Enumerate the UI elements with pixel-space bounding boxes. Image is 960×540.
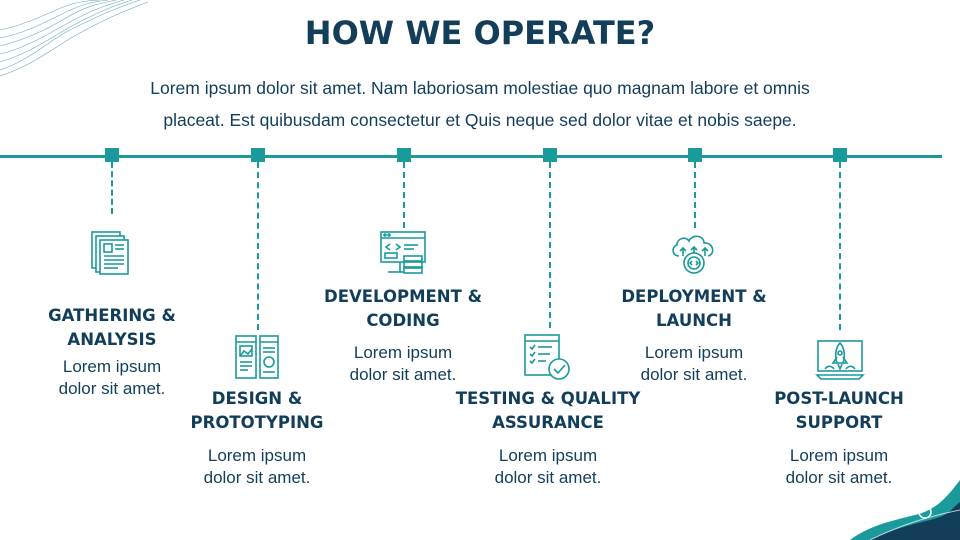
step-desc-post-launch: Lorem ipsum dolor sit amet. — [785, 446, 893, 487]
step-title-development: DEVELOPMENT & CODING — [324, 287, 482, 330]
subtitle-line-1: Lorem ipsum dolor sit amet. Nam laborios… — [150, 78, 810, 98]
connector-development — [403, 162, 405, 228]
timeline-node-testing — [543, 148, 557, 162]
cloud-deploy-icon — [669, 230, 719, 280]
connector-gathering — [111, 162, 113, 214]
subtitle-line-2: placeat. Est quibusdam consectetur et Qu… — [163, 110, 797, 130]
timeline-node-gathering — [105, 148, 119, 162]
design-tools-icon — [232, 332, 282, 382]
page-title: HOW WE OPERATE? — [304, 14, 656, 52]
step-desc-design: Lorem ipsum dolor sit amet. — [203, 446, 311, 487]
timeline-node-design — [251, 148, 265, 162]
connector-testing — [549, 162, 551, 328]
rocket-launch-icon — [815, 333, 865, 383]
connector-post-launch — [839, 162, 841, 330]
wave-decoration-bottom-right — [850, 480, 960, 540]
step-title-design: DESIGN & PROTOTYPING — [190, 389, 324, 432]
step-desc-deployment: Lorem ipsum dolor sit amet. — [640, 343, 748, 384]
documents-icon — [86, 228, 136, 278]
step-title-post-launch: POST-LAUNCH SUPPORT — [774, 389, 904, 432]
step-desc-development: Lorem ipsum dolor sit amet. — [349, 343, 457, 384]
timeline-node-development — [397, 148, 411, 162]
timeline-node-post-launch — [833, 148, 847, 162]
step-title-gathering: GATHERING & ANALYSIS — [48, 306, 176, 349]
code-server-icon — [378, 228, 428, 278]
page-subtitle: Lorem ipsum dolor sit amet. Nam laborios… — [70, 72, 890, 136]
timeline-line — [0, 155, 942, 158]
step-title-testing: TESTING & QUALITY ASSURANCE — [455, 389, 641, 432]
step-desc-gathering: Lorem ipsum dolor sit amet. — [58, 357, 166, 398]
step-title-deployment: DEPLOYMENT & LAUNCH — [621, 287, 767, 330]
step-desc-testing: Lorem ipsum dolor sit amet. — [494, 446, 602, 487]
connector-design — [257, 162, 259, 330]
connector-deployment — [694, 162, 696, 228]
checklist-icon — [522, 332, 572, 382]
timeline-node-deployment — [688, 148, 702, 162]
wave-decoration-top-left — [0, 0, 149, 77]
